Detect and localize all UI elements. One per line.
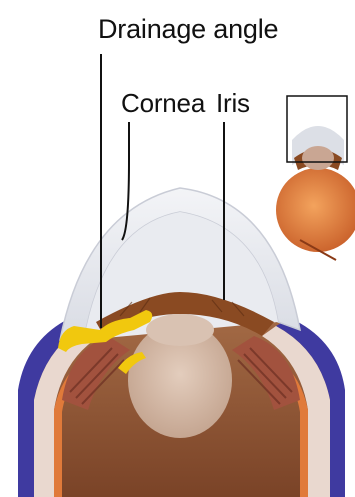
lens-upper — [146, 314, 214, 346]
drainage-angle-label: Drainage angle — [98, 16, 278, 43]
cornea-label: Cornea — [121, 90, 205, 116]
inset-whole-eye — [276, 96, 355, 260]
iris-label: Iris — [216, 90, 250, 116]
